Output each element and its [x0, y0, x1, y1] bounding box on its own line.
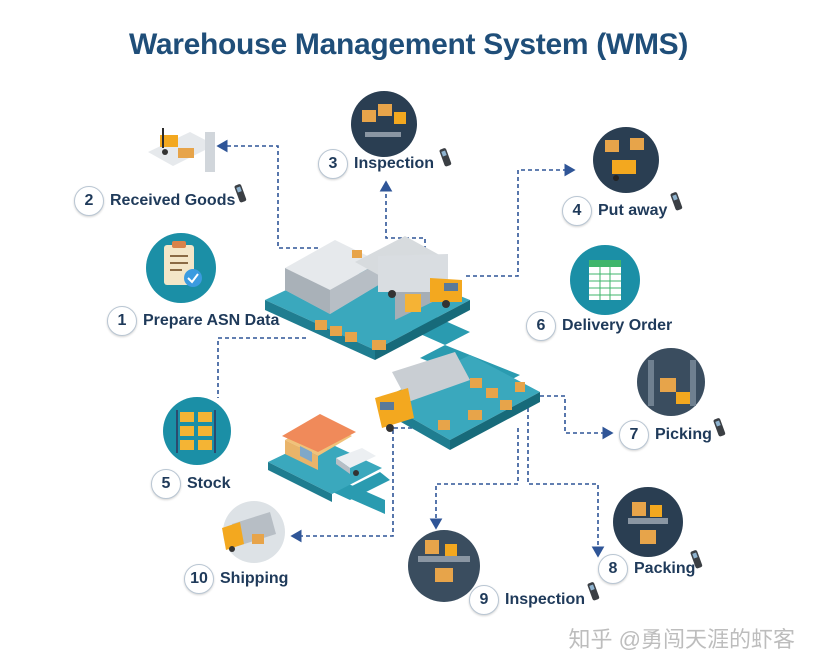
prepare-asn-circle: [146, 233, 216, 303]
step-number: 10: [184, 564, 214, 594]
step-label: Received Goods: [110, 192, 236, 209]
step-1: 1 Prepare ASN Data: [107, 306, 279, 336]
page-title: Warehouse Management System (WMS): [128, 28, 689, 61]
arrow-to-packing: [527, 408, 605, 558]
step-label: Packing: [634, 560, 696, 577]
flow-arrows: [216, 139, 614, 558]
step-number: 7: [619, 420, 649, 450]
step-9: 9 Inspection: [469, 585, 585, 615]
scanner-icon-put-away: [670, 192, 683, 211]
step-label: Inspection: [505, 591, 586, 608]
arrow-to-put-away: [466, 163, 576, 277]
step-10: 10 Shipping: [184, 564, 288, 594]
boxes-lower: [438, 378, 525, 430]
scanner-icon-inspection-3: [439, 148, 452, 167]
step-4: 4 Put away: [562, 196, 667, 226]
arrow-to-inspection-9: [429, 428, 519, 530]
arrow-to-picking: [540, 395, 614, 440]
inspection-3-circle: [351, 91, 417, 157]
step-label: Picking: [655, 426, 712, 443]
step-8: 8 Packing: [598, 554, 695, 584]
step-number: 8: [598, 554, 628, 584]
step-2: 2 Received Goods: [74, 186, 235, 216]
step-number: 4: [562, 196, 592, 226]
shipping-circle: [222, 501, 285, 563]
step-6: 6 Delivery Order: [526, 311, 672, 341]
packing-circle: [613, 487, 683, 557]
scanner-icon-packing: [690, 550, 703, 569]
put-away-circle: [593, 127, 659, 193]
step-label: Stock: [187, 475, 231, 492]
step-7: 7 Picking: [619, 420, 712, 450]
step-label: Prepare ASN Data: [143, 312, 280, 329]
step-number: 5: [151, 469, 181, 499]
step-label: Put away: [598, 202, 668, 219]
arrow-to-shipping: [290, 427, 412, 543]
step-number: 6: [526, 311, 556, 341]
truck-lower: [375, 352, 470, 432]
step-label: Inspection: [354, 155, 435, 172]
inspection-9-circle: [408, 530, 480, 602]
step-3: 3 Inspection: [318, 149, 434, 179]
step-number: 2: [74, 186, 104, 216]
step-label: Delivery Order: [562, 317, 673, 334]
delivery-order-circle: [570, 245, 640, 315]
delivery-van: [336, 448, 376, 476]
scanner-icon-picking: [713, 418, 726, 437]
arrow-to-stock: [217, 337, 306, 398]
step-5: 5 Stock: [151, 469, 231, 499]
step-label: Shipping: [220, 570, 289, 587]
scanner-icon-received-goods: [234, 184, 247, 203]
arrow-to-received-goods: [216, 139, 318, 249]
scanner-icon-inspection-9: [587, 582, 600, 601]
watermark: 知乎 @勇闯天涯的虾客: [568, 627, 795, 652]
retail-store: [282, 414, 356, 470]
stock-circle: [163, 397, 231, 465]
step-number: 9: [469, 585, 499, 615]
step-number: 1: [107, 306, 137, 336]
boxes-upper: [315, 250, 386, 350]
truck-upper: [378, 254, 462, 308]
step-number: 3: [318, 149, 348, 179]
picking-circle: [637, 348, 705, 416]
received-goods-illustration: [148, 128, 215, 172]
